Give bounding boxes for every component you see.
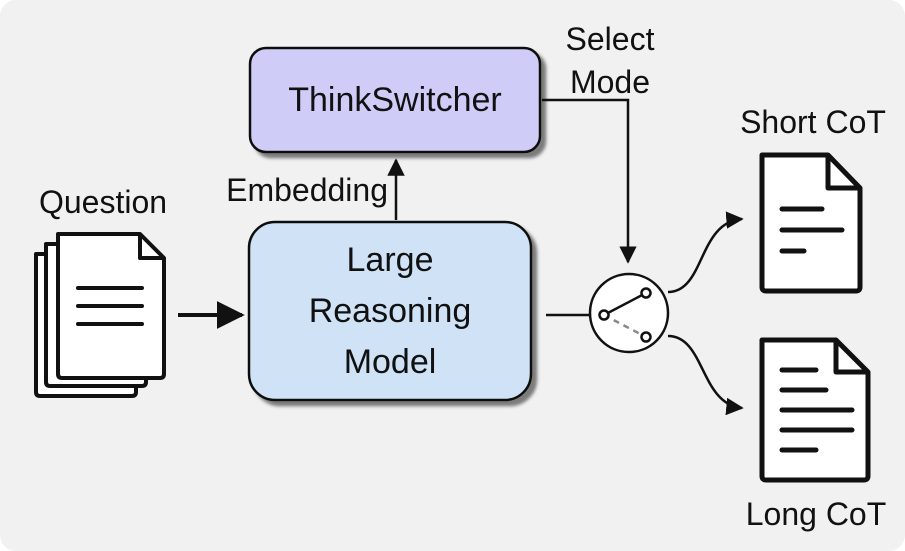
short-document-icon [759,152,863,294]
select-mode-label: Select Mode [556,18,664,104]
mode-switch-icon [588,272,670,354]
select-mode-line1: Select [565,21,655,57]
short-cot-label: Short CoT [740,104,886,140]
select-mode-line2: Mode [569,64,651,101]
stacked-documents-icon [34,232,166,398]
thinkswitcher-label: ThinkSwitcher [250,48,540,152]
embedding-label: Embedding [226,172,388,208]
lrm-text-line3: Model [343,342,437,381]
thinkswitcher-text: ThinkSwitcher [288,80,502,119]
long-cot-label: Long CoT [745,496,887,532]
thinkswitcher-box [248,46,542,154]
question-label: Question [38,184,168,220]
lrm-text-line2: Reasoning [308,291,472,330]
short-branch-arrow [667,211,744,294]
select-mode-arrow [542,98,637,264]
long-branch-arrow [667,334,744,416]
lrm-label: Large Reasoning Model [249,222,531,400]
long-document-icon [759,337,871,483]
lrm-box [247,220,533,402]
lrm-text-line1: Large [346,240,434,279]
